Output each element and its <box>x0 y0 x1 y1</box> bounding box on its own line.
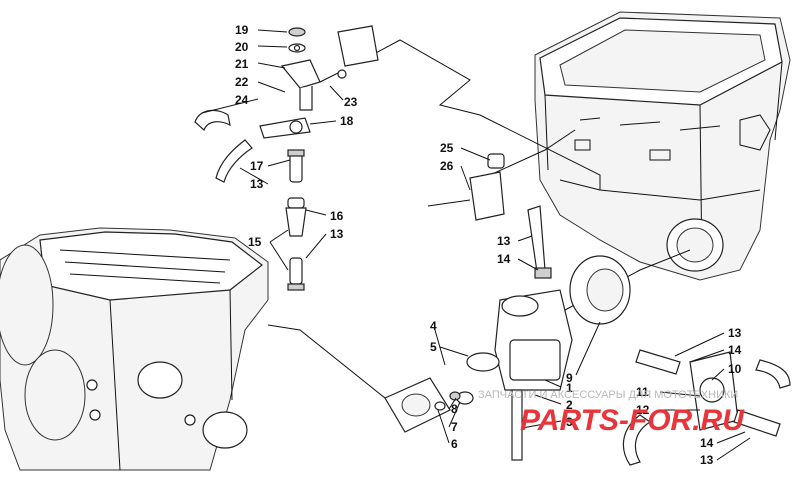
callout-22: 22 <box>235 75 249 89</box>
callout-16: 16 <box>330 209 344 223</box>
air-boot <box>569 255 631 325</box>
callout-20: 20 <box>235 40 249 54</box>
callout-8: 8 <box>451 402 458 416</box>
watermark: ЗАПЧАСТИ И АКСЕССУАРЫ ДЛЯ МОТОТЕХНИКИ PA… <box>478 389 745 437</box>
callout-labels: 19 20 21 22 24 23 18 17 13 16 15 13 25 2… <box>235 23 742 467</box>
callout-14-pump-bottom: 14 <box>700 436 714 450</box>
callout-1: 1 <box>566 381 573 395</box>
intake-flange <box>384 352 500 433</box>
callout-4: 4 <box>430 319 437 333</box>
callout-13-carb: 13 <box>497 234 511 248</box>
callout-19: 19 <box>235 23 249 37</box>
callout-13-pump-top: 13 <box>728 326 742 340</box>
fuel-pump <box>622 349 791 466</box>
callout-9: 9 <box>566 371 573 385</box>
callout-18: 18 <box>340 114 354 128</box>
callout-10: 10 <box>728 362 742 376</box>
callout-12: 12 <box>636 403 650 417</box>
fitting-group <box>427 153 505 221</box>
callout-13-pump-bottom: 13 <box>700 453 714 467</box>
callout-13-mid: 13 <box>330 227 344 241</box>
callout-11: 11 <box>636 385 649 399</box>
callout-leaders <box>201 29 751 461</box>
carburetor <box>494 205 573 461</box>
watermark-tagline: ЗАПЧАСТИ И АКСЕССУАРЫ ДЛЯ МОТОТЕХНИКИ <box>478 389 738 401</box>
fuel-valve-group <box>194 25 379 291</box>
callout-13-upper: 13 <box>250 177 264 191</box>
callout-14-carb: 14 <box>497 252 511 266</box>
callout-24: 24 <box>235 93 249 107</box>
callout-6: 6 <box>451 437 458 451</box>
callout-21: 21 <box>235 57 249 71</box>
callout-7: 7 <box>451 420 458 434</box>
watermark-brand: PARTS-FOR.RU <box>520 404 745 437</box>
callout-26: 26 <box>440 159 454 173</box>
callout-5: 5 <box>430 340 437 354</box>
callout-3: 3 <box>566 415 573 429</box>
engine-block <box>0 227 269 471</box>
airbox-assembly <box>534 11 791 281</box>
callout-14-pump-top: 14 <box>728 343 742 357</box>
callout-23: 23 <box>344 95 358 109</box>
callout-17: 17 <box>250 159 264 173</box>
callout-25: 25 <box>440 141 454 155</box>
callout-15: 15 <box>248 235 262 249</box>
callout-2: 2 <box>566 398 573 412</box>
